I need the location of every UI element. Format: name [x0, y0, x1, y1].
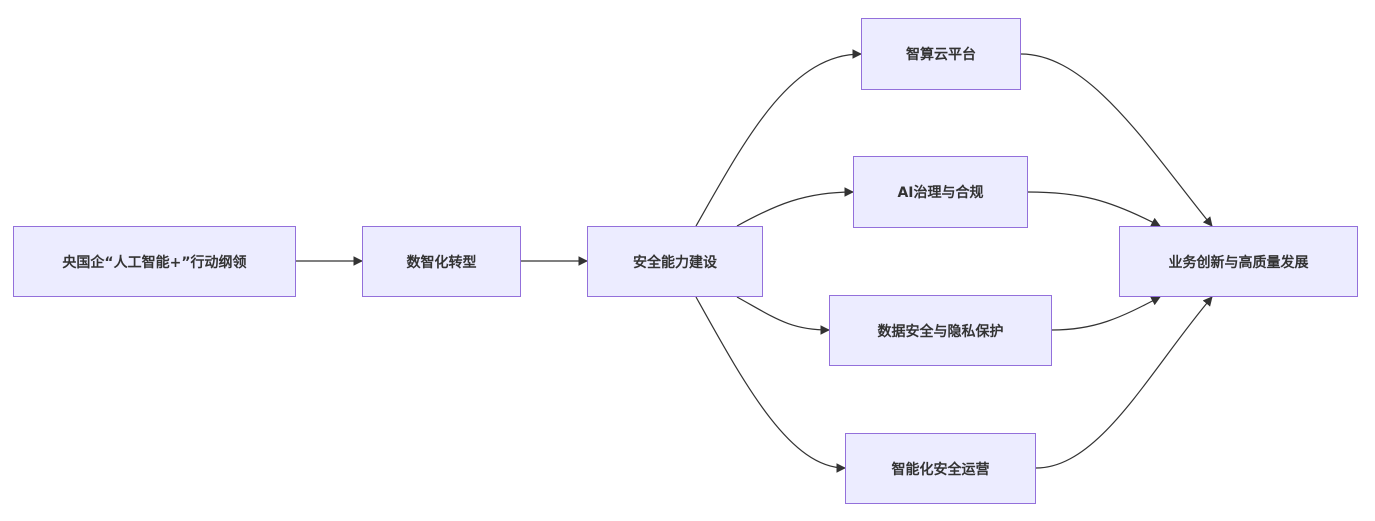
node-digital-transformation: 数智化转型 [362, 226, 521, 297]
node-business-innovation: 业务创新与高质量发展 [1119, 226, 1358, 297]
node-ai-governance: AI治理与合规 [853, 156, 1028, 228]
edge-n6-n8 [1051, 296, 1161, 331]
edge-n3-n7 [695, 296, 846, 473]
edge-n5-n8 [1027, 191, 1161, 227]
edge-n3-n6 [736, 296, 830, 335]
edge-n3-n5 [736, 187, 854, 227]
node-action-plan: 央国企“人工智能+”行动纲领 [13, 226, 296, 297]
node-intelligent-cloud: 智算云平台 [861, 18, 1021, 90]
node-security-operations: 智能化安全运营 [845, 433, 1036, 504]
node-security-capability: 安全能力建设 [587, 226, 763, 297]
edge-n3-n4 [695, 49, 862, 227]
edge-n7-n8 [1035, 296, 1213, 469]
node-data-security: 数据安全与隐私保护 [829, 295, 1052, 366]
edge-n4-n8 [1020, 53, 1213, 227]
